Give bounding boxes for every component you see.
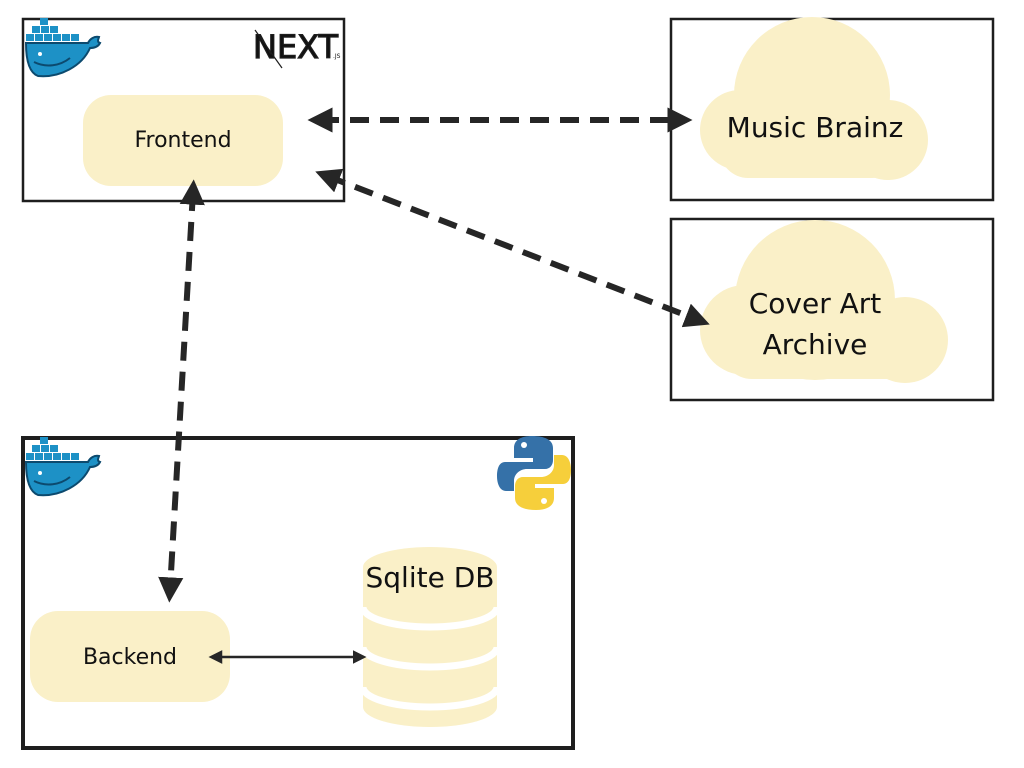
frontend-node: Frontend bbox=[83, 95, 283, 186]
music-brainz-container: Music Brainz bbox=[669, 17, 995, 202]
nextjs-suffix: .JS bbox=[333, 53, 341, 60]
cover-art-label-line1: Cover Art bbox=[749, 287, 882, 320]
nextjs-wordmark: NEXT bbox=[253, 28, 339, 66]
frontend-label: Frontend bbox=[134, 128, 231, 153]
backend-node: Backend bbox=[30, 611, 230, 702]
docker-whale-icon bbox=[24, 18, 102, 78]
backend-label: Backend bbox=[83, 645, 177, 670]
music-brainz-cloud bbox=[700, 17, 928, 180]
sqlite-db-label: Sqlite DB bbox=[366, 561, 495, 594]
sqlite-db-icon bbox=[359, 547, 501, 727]
cover-art-container: Cover Art Archive bbox=[669, 217, 995, 402]
music-brainz-label: Music Brainz bbox=[727, 111, 904, 144]
python-icon bbox=[497, 436, 571, 510]
nextjs-logo-icon: NEXT .JS bbox=[252, 27, 341, 69]
cover-art-cloud bbox=[700, 220, 948, 383]
cover-art-label-line2: Archive bbox=[763, 328, 868, 361]
connector-frontend-backend bbox=[158, 179, 205, 603]
docker-whale-icon bbox=[24, 437, 102, 497]
connector-frontend-cover-art bbox=[315, 168, 710, 328]
